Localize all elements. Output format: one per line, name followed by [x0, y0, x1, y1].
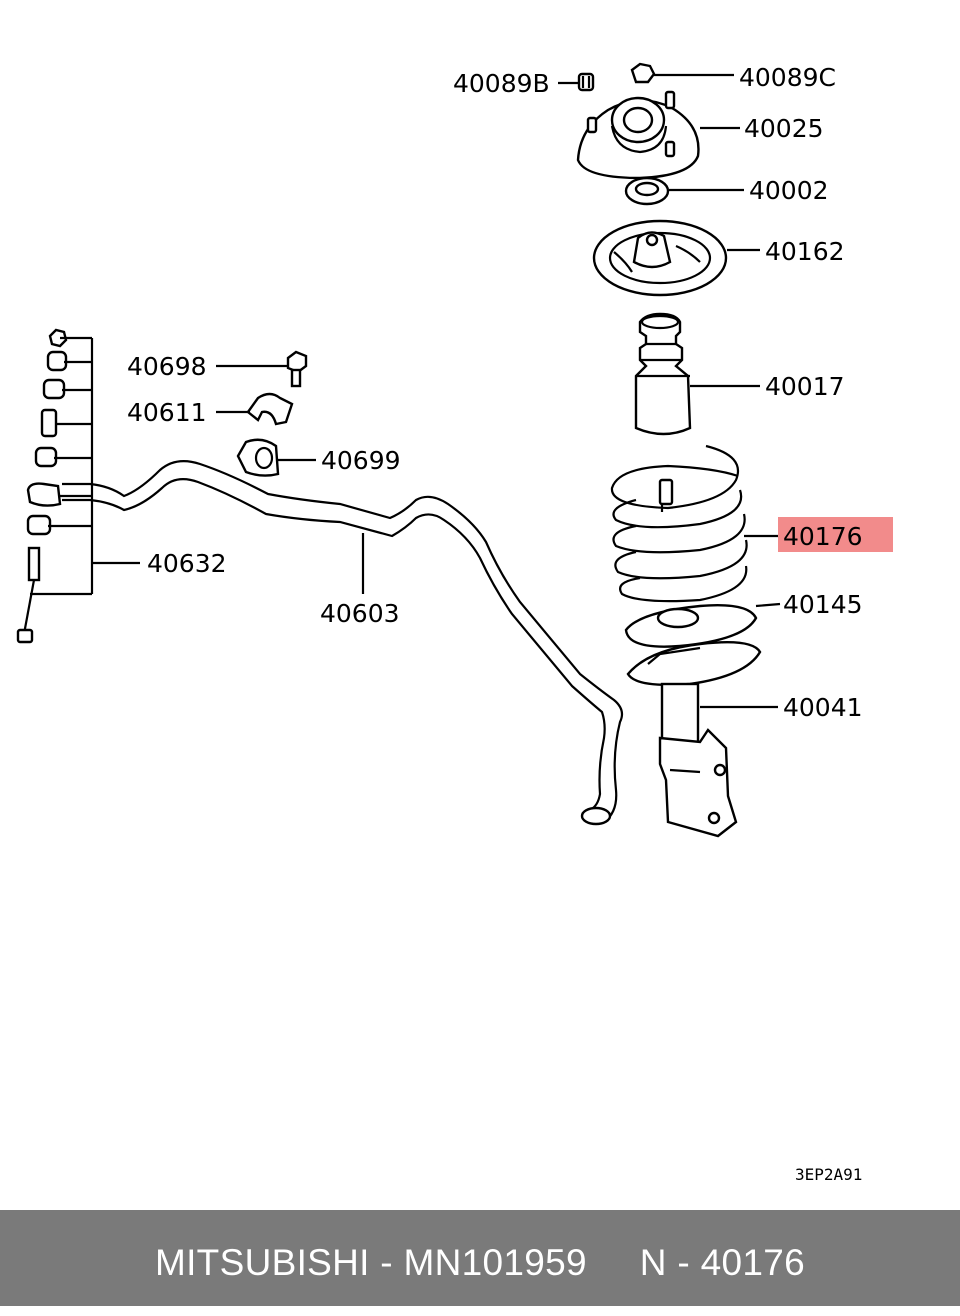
label-40162: 40162: [765, 237, 845, 266]
part-40632-link-kit: [16, 328, 94, 644]
part-40162-upper-spring-seat: [592, 219, 728, 297]
part-40025-strut-mount: [576, 90, 700, 180]
part-40611-clamp-bracket: [246, 392, 294, 426]
label-40145: 40145: [783, 590, 863, 619]
label-40002: 40002: [749, 176, 829, 205]
part-number-caption: MITSUBISHI - MN101959 N - 40176: [154, 1242, 805, 1283]
label-40603: 40603: [320, 599, 400, 628]
exploded-parts-diagram: 40089B 40089C 40025 40002 40162: [16, 62, 893, 1184]
label-40632: 40632: [147, 549, 227, 578]
part-40699-bushing: [236, 438, 280, 477]
label-40089C: 40089C: [739, 63, 836, 92]
part-40017-dust-boot: [634, 312, 692, 436]
part-40603-stabilizer-bar: [62, 459, 624, 826]
label-40017: 40017: [765, 372, 845, 401]
part-40145-spring-insulator: [624, 604, 758, 648]
label-40611: 40611: [127, 398, 207, 427]
part-40041-strut-assembly: [626, 641, 762, 838]
label-40025: 40025: [744, 114, 824, 143]
label-40089B: 40089B: [453, 69, 550, 98]
part-40698-bolt: [286, 350, 308, 388]
part-40089C-nut: [630, 62, 656, 84]
drawing-reference: 3EP2A91: [795, 1165, 862, 1184]
label-40176: 40176: [783, 522, 863, 551]
label-40699: 40699: [321, 446, 401, 475]
leader-40145: [755, 602, 781, 608]
part-40089B-nut: [577, 72, 595, 92]
part-40176-coil-spring: [610, 444, 748, 603]
label-40698: 40698: [127, 352, 207, 381]
footer-bar: MITSUBISHI - MN101959 N - 40176: [0, 1210, 960, 1306]
label-40041: 40041: [783, 693, 863, 722]
part-40002-bearing: [624, 176, 670, 206]
highlight-40176: [778, 517, 893, 552]
